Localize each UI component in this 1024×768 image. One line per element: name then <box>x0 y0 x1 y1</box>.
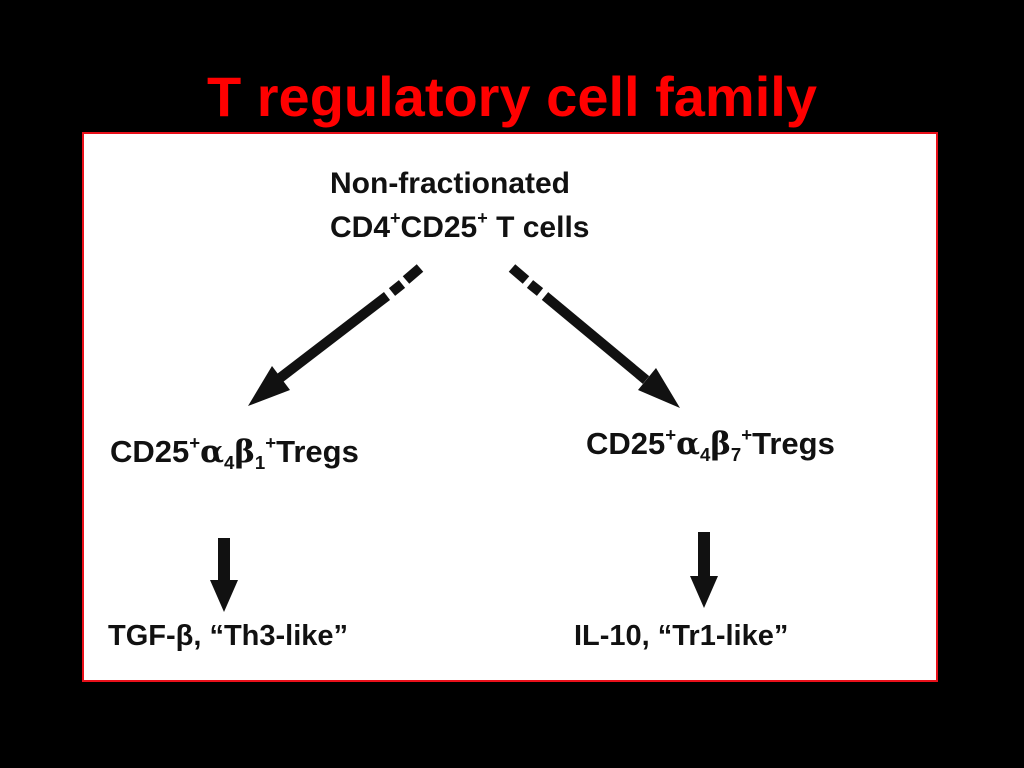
diagram-panel: Non-fractionated CD4+CD25+ T cells CD25+… <box>82 132 938 682</box>
right-alpha-sub: 4 <box>699 443 711 465</box>
right-tregs: Tregs <box>752 426 835 461</box>
down-arrow-icon <box>210 538 238 612</box>
right-beta-sub: 7 <box>730 443 742 465</box>
diagonal-arrow-icon <box>508 264 680 408</box>
slide-title: T regulatory cell family <box>207 65 817 128</box>
right-treg-node: CD25+α4β7+Tregs <box>586 424 835 468</box>
root-cd4-sup: + <box>390 208 401 229</box>
right-sup-2: + <box>741 423 753 445</box>
root-line-1: Non-fractionated <box>330 167 570 200</box>
left-alpha-sub: 4 <box>223 451 235 473</box>
left-cd25: CD25 <box>110 434 190 469</box>
right-alpha: α <box>676 426 700 462</box>
root-cd4: CD4 <box>330 211 391 244</box>
root-t-cells: T cells <box>487 211 590 244</box>
right-product-node: IL-10, “Tr1-like” <box>574 620 789 652</box>
left-beta-sub: 1 <box>254 451 266 473</box>
right-beta: β <box>710 426 731 462</box>
left-product-node: TGF-β, “Th3-like” <box>108 620 349 652</box>
right-cd25: CD25 <box>586 426 666 461</box>
root-cd25-sup: + <box>477 208 488 229</box>
left-tregs: Tregs <box>276 434 359 469</box>
right-sup-1: + <box>665 423 677 445</box>
left-beta: β <box>234 434 255 470</box>
root-cd25: CD25 <box>400 211 478 244</box>
left-sup-1: + <box>189 431 201 453</box>
diagram-arrows <box>210 264 718 612</box>
diagonal-arrow-icon <box>248 264 424 406</box>
down-arrow-icon <box>690 532 718 608</box>
left-sup-2: + <box>265 431 277 453</box>
root-line-2: CD4+CD25+ T cells <box>330 206 589 253</box>
left-treg-node: CD25+α4β1+Tregs <box>110 432 359 476</box>
left-alpha: α <box>200 434 224 470</box>
root-node: Non-fractionated CD4+CD25+ T cells <box>330 162 589 253</box>
